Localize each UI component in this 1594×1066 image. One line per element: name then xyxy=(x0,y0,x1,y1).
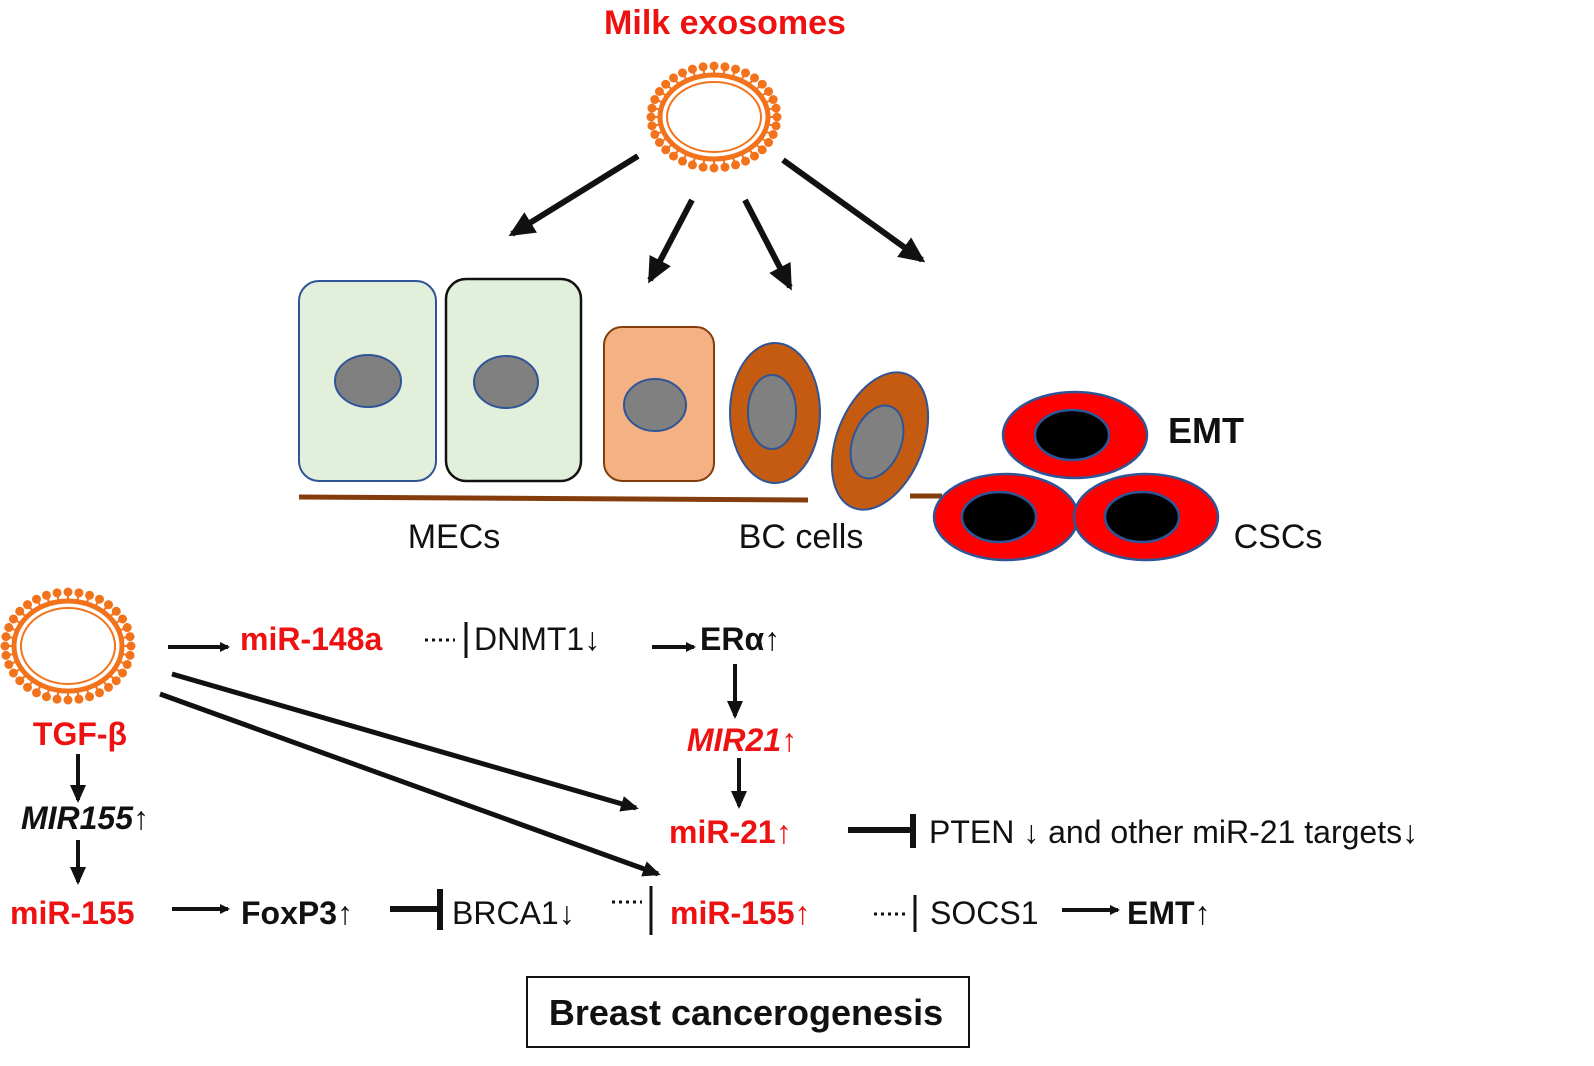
exosome-arrows xyxy=(508,153,926,291)
breast-cancerogenesis-box xyxy=(526,976,970,1048)
mecs-label: MECs xyxy=(408,518,501,556)
basement-membrane xyxy=(298,494,809,503)
bc-cell-dark-2 xyxy=(830,371,930,511)
pten-label: PTEN ↓ and other miR-21 targets↓ xyxy=(929,814,1418,850)
tgf-beta-label: TGF-β xyxy=(33,716,127,752)
mec-cell-2 xyxy=(444,277,583,483)
title: Milk exosomes xyxy=(604,4,846,42)
mir-21-label: miR-21↑ xyxy=(669,814,792,850)
nucleus xyxy=(960,490,1038,544)
bc-cell-dark-1 xyxy=(729,342,821,484)
arrow-exo-to-mir21 xyxy=(171,671,639,812)
arrow-to-mecs xyxy=(508,153,640,237)
breast-cancerogenesis-label: Breast cancerogenesis xyxy=(549,992,943,1033)
mir-148a-label: miR-148a xyxy=(240,621,383,657)
cscs-label: CSCs xyxy=(1234,518,1323,556)
socs1-label: SOCS1 xyxy=(930,895,1038,931)
csc-cell-right xyxy=(1072,472,1220,562)
nucleus xyxy=(1033,408,1111,462)
bc-cells-label: BC cells xyxy=(739,518,864,556)
nucleus xyxy=(747,374,797,450)
nucleus xyxy=(849,404,905,480)
er-alpha-label: ERα↑ xyxy=(700,621,780,657)
emt-label: EMT xyxy=(1168,410,1244,451)
dnmt1-label: DNMT1↓ xyxy=(474,621,600,657)
nucleus xyxy=(334,354,402,408)
arrow-to-cscs xyxy=(781,157,926,263)
arrow-exo-to-mir155 xyxy=(159,691,661,877)
mir-155-left-label: miR-155 xyxy=(10,895,135,931)
arrow-to-bc-dark xyxy=(742,198,793,291)
foxp3-label: FoxP3↑ xyxy=(241,895,353,931)
nucleus xyxy=(473,355,539,409)
nucleus xyxy=(1103,490,1181,544)
brca1-label: BRCA1↓ xyxy=(452,895,575,931)
mir155-gene-label: MIR155↑ xyxy=(21,800,149,836)
mir-155-mid-label: miR-155↑ xyxy=(670,895,811,931)
mir21-gene-label: MIR21↑ xyxy=(687,722,797,758)
nucleus xyxy=(623,378,687,432)
arrow-to-bc-light xyxy=(647,198,695,284)
emt-end-label: EMT↑ xyxy=(1127,895,1211,931)
mec-cell-1 xyxy=(298,280,437,482)
csc-cell-top xyxy=(1001,390,1149,480)
milk-exosome-left-icon xyxy=(0,587,136,705)
milk-exosome-icon xyxy=(646,61,782,173)
csc-cell-left xyxy=(932,472,1080,562)
bc-cell-light xyxy=(603,326,715,482)
